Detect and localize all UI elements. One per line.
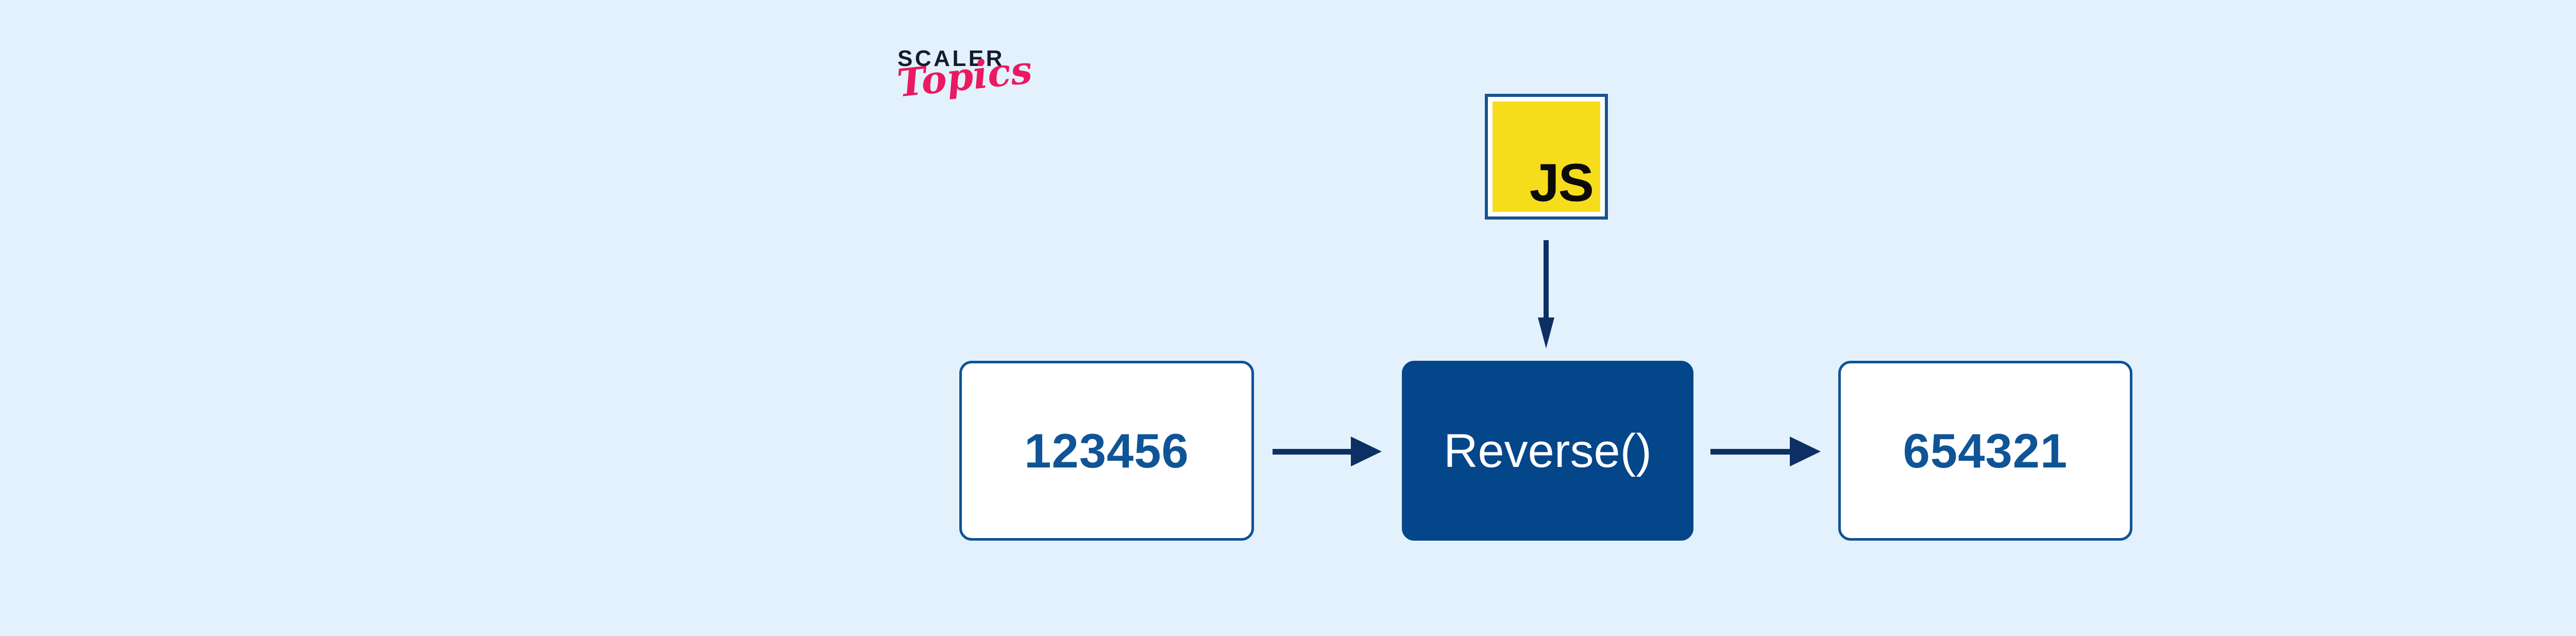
arrow-right-icon-input	[1273, 437, 1382, 466]
brand-wordmark: SCALER	[897, 46, 1005, 71]
arrow-right-icon-output	[1710, 437, 1821, 466]
input-value-box: 123456	[959, 361, 1254, 541]
javascript-logo-label: JS	[1529, 153, 1594, 213]
javascript-logo-square: JS	[1493, 102, 1600, 212]
scaler-topics-logo: SCALER Topics	[895, 45, 1060, 133]
arrow-down-icon	[1538, 240, 1554, 348]
output-value-box: 654321	[1838, 361, 2132, 541]
input-value-label: 123456	[1024, 423, 1189, 478]
reverse-operation-label: Reverse()	[1444, 424, 1652, 477]
output-value-label: 654321	[1903, 423, 2068, 478]
reverse-operation-box: Reverse()	[1402, 361, 1693, 541]
javascript-logo-icon: JS	[1485, 94, 1608, 220]
